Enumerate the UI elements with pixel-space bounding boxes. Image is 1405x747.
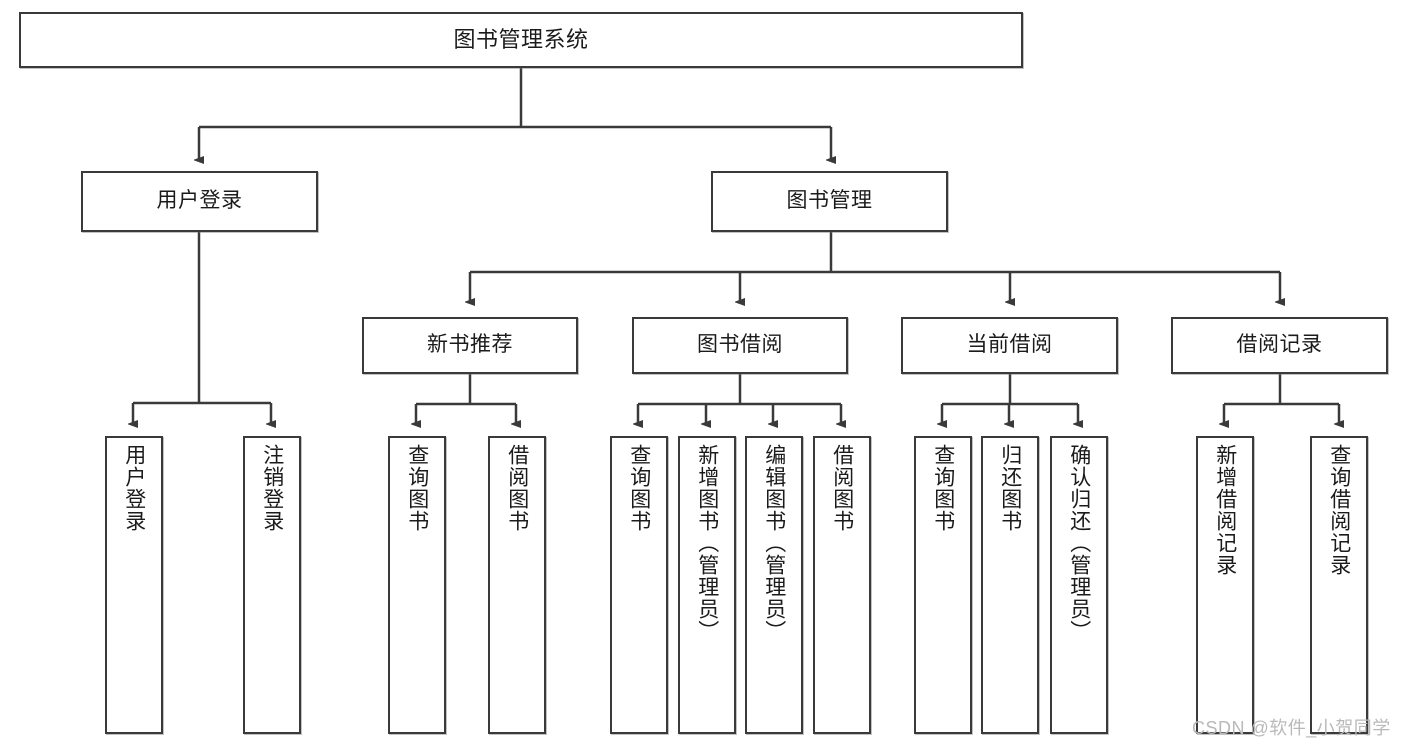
leaf-borrow-query-book[interactable]: 查询图书 [610, 436, 668, 734]
leaf-user-login-login[interactable]: 用户登录 [105, 436, 163, 734]
node-label: 借阅图书 [505, 444, 529, 532]
watermark-text: CSDN @软件_小贺同学 [1192, 718, 1391, 738]
node-label: 当前借阅 [966, 333, 1053, 357]
node-book-management[interactable]: 图书管理 [711, 171, 948, 232]
node-borrow-record[interactable]: 借阅记录 [1171, 317, 1388, 374]
leaf-borrow-edit-book-admin[interactable]: 编辑图书（管理员） [745, 436, 803, 734]
node-label: 确认归还（管理员） [1067, 444, 1091, 642]
leaf-current-confirm-return-admin[interactable]: 确认归还（管理员） [1050, 436, 1108, 734]
leaf-borrow-add-book-admin[interactable]: 新增图书（管理员） [678, 436, 736, 734]
node-new-book-recommend[interactable]: 新书推荐 [362, 317, 578, 374]
node-label: 图书管理系统 [453, 27, 589, 53]
node-label: 新增借阅记录 [1213, 444, 1237, 576]
leaf-recommend-borrow-book[interactable]: 借阅图书 [488, 436, 546, 734]
leaf-borrow-borrow-book[interactable]: 借阅图书 [813, 436, 871, 734]
node-user-login[interactable]: 用户登录 [81, 171, 318, 232]
node-label: 查询借阅记录 [1327, 444, 1351, 576]
node-label: 查询图书 [627, 444, 651, 532]
node-label: 新增图书（管理员） [695, 444, 719, 642]
node-label: 图书管理 [786, 189, 873, 213]
node-book-borrow[interactable]: 图书借阅 [632, 317, 848, 374]
leaf-record-add-record[interactable]: 新增借阅记录 [1196, 436, 1254, 734]
leaf-user-login-logout[interactable]: 注销登录 [243, 436, 301, 734]
leaf-record-query-record[interactable]: 查询借阅记录 [1310, 436, 1368, 734]
leaf-current-return-book[interactable]: 归还图书 [981, 436, 1039, 734]
node-label: 借阅记录 [1236, 333, 1323, 357]
node-label: 用户登录 [122, 444, 146, 532]
node-label: 查询图书 [931, 444, 955, 532]
node-label: 用户登录 [156, 189, 243, 213]
node-label: 注销登录 [260, 444, 284, 532]
leaf-recommend-query-book[interactable]: 查询图书 [388, 436, 446, 734]
node-label: 归还图书 [998, 444, 1022, 532]
node-label: 新书推荐 [427, 333, 513, 357]
node-label: 图书借阅 [697, 333, 783, 357]
node-label: 借阅图书 [830, 444, 854, 532]
node-label: 查询图书 [405, 444, 429, 532]
node-root-book-management-system[interactable]: 图书管理系统 [19, 12, 1023, 68]
node-current-borrow[interactable]: 当前借阅 [901, 317, 1118, 374]
leaf-current-query-book[interactable]: 查询图书 [914, 436, 972, 734]
node-label: 编辑图书（管理员） [762, 444, 786, 642]
